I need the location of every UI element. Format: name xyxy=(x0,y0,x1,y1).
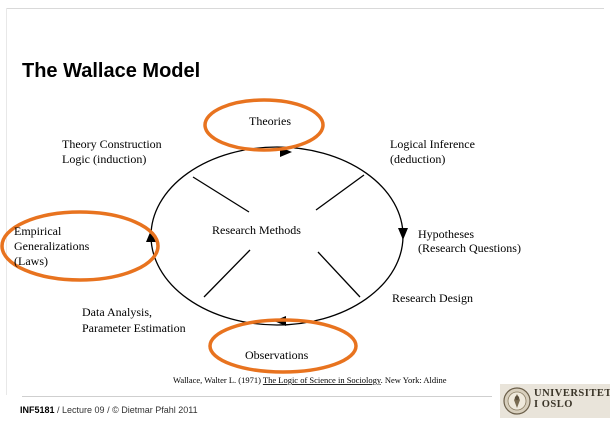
footer-rule xyxy=(22,396,492,397)
logo-line1: UNIVERSITETET xyxy=(534,388,610,399)
highlight-empirical xyxy=(0,210,160,282)
label-data-analysis-line2: Parameter Estimation xyxy=(82,321,186,335)
label-research-design: Research Design xyxy=(392,291,473,305)
footer: INF5181 / Lecture 09 / © Dietmar Pfahl 2… xyxy=(20,405,198,415)
cross-line-lower-right xyxy=(317,251,361,298)
frame-top-line xyxy=(6,8,604,9)
footer-course: INF5181 xyxy=(20,405,55,415)
frame-left-line xyxy=(6,8,7,395)
label-theory-construction-line2: Logic (induction) xyxy=(62,152,146,166)
citation-prefix: Wallace, Walter L. (1971) xyxy=(173,375,263,385)
highlight-observations xyxy=(208,318,358,374)
citation-book: The Logic of Science in Sociology xyxy=(263,375,382,385)
university-logo: UNIVERSITETET I OSLO xyxy=(500,384,610,418)
node-empirical-line1: Empirical xyxy=(14,224,62,238)
node-empirical-line3: (Laws) xyxy=(14,254,48,268)
node-center: Research Methods xyxy=(212,223,301,237)
footer-rest: / Lecture 09 / © Dietmar Pfahl 2011 xyxy=(54,405,198,415)
node-empirical-line2: Generalizations xyxy=(14,239,90,253)
citation-suffix: . New York: Aldine xyxy=(381,375,447,385)
node-hypotheses-line1: Hypotheses xyxy=(418,227,474,241)
label-logical-inference-line1: Logical Inference xyxy=(390,137,475,151)
label-logical-inference-line2: (deduction) xyxy=(390,152,445,166)
label-theory-construction-line1: Theory Construction xyxy=(62,137,162,151)
logo-text: UNIVERSITETET I OSLO xyxy=(534,388,610,410)
slide-title: The Wallace Model xyxy=(22,60,201,82)
node-hypotheses-line2: (Research Questions) xyxy=(418,241,521,255)
logo-line2: I OSLO xyxy=(534,399,573,410)
cross-line-upper-right xyxy=(315,174,365,211)
cross-line-upper-left xyxy=(192,176,250,213)
cross-line-lower-left xyxy=(203,249,251,298)
citation: Wallace, Walter L. (1971) The Logic of S… xyxy=(173,375,447,385)
arrow-left-icon xyxy=(146,230,156,242)
university-seal-icon xyxy=(503,387,531,415)
node-theories: Theories xyxy=(249,114,291,128)
highlight-theories xyxy=(203,98,325,152)
node-observations: Observations xyxy=(245,348,309,362)
label-data-analysis-line1: Data Analysis, xyxy=(82,305,152,319)
arrow-right-icon xyxy=(398,228,408,240)
